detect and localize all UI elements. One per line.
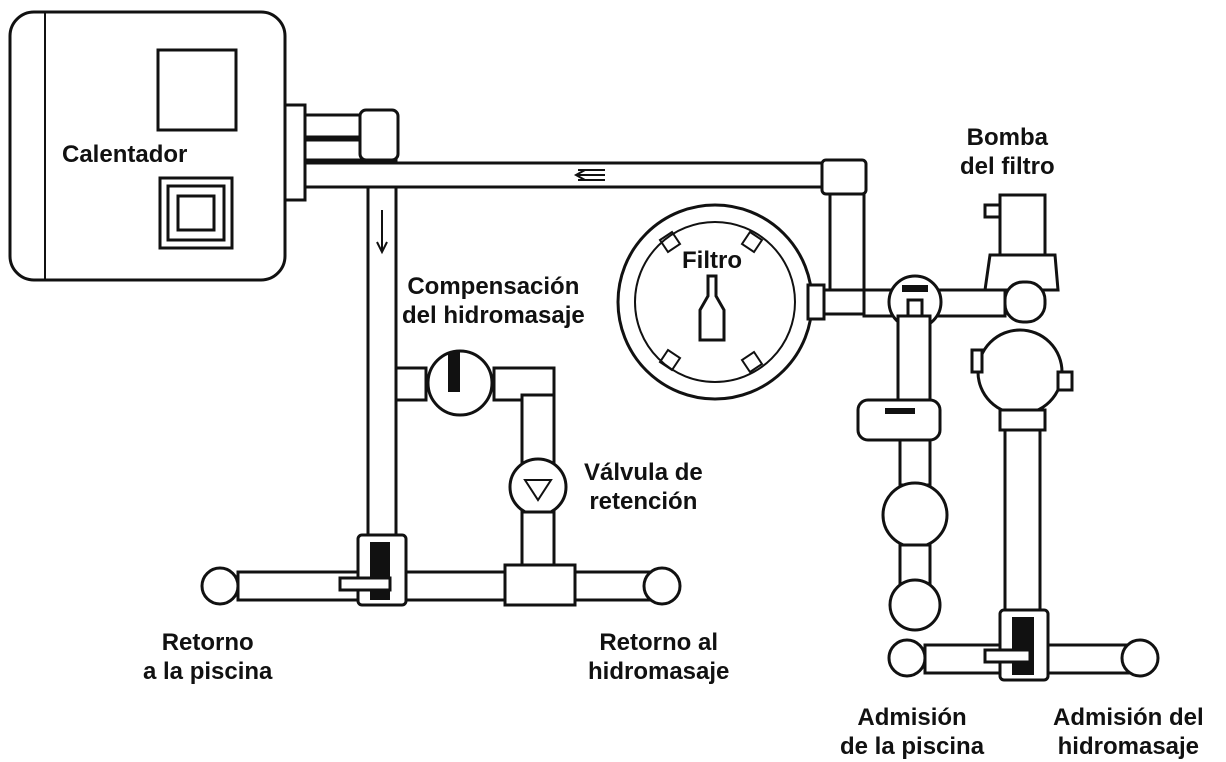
check-valve-label: Válvula de retención — [584, 459, 703, 515]
return-manifold — [200, 533, 682, 607]
filter-pump-unit — [933, 193, 1074, 627]
pool-return-label: Retorno a la piscina — [143, 629, 273, 685]
filter-label: Filtro — [682, 247, 742, 274]
filter-unit — [616, 192, 866, 401]
suction-valve-group — [856, 274, 949, 632]
heater-label: Calentador — [62, 141, 188, 168]
spa-bypass-label: Compensación del hidromasaje — [402, 273, 585, 329]
pool-suction-label: Admisión de la piscina — [840, 704, 985, 760]
filter-pump-label: Bomba del filtro — [960, 124, 1055, 180]
spa-return-label: Retorno al hidromasaje — [588, 629, 730, 685]
bypass-valve-group — [394, 349, 568, 574]
spa-suction-label: Admisión del hidromasaje — [1053, 704, 1204, 760]
suction-manifold — [887, 608, 1160, 682]
heater-unit — [8, 10, 307, 282]
